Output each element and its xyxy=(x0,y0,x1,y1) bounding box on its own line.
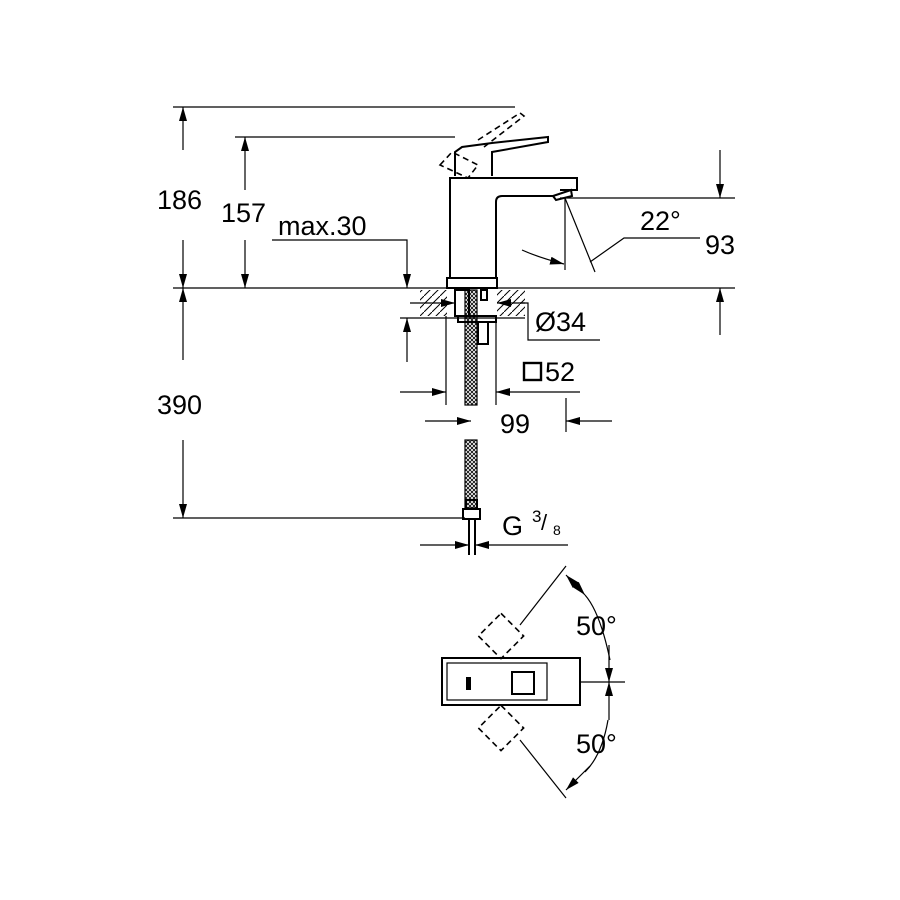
label-thread-den: 8 xyxy=(553,522,561,538)
faucet-side-view xyxy=(438,112,578,555)
dimension-diameter xyxy=(410,299,600,341)
dimension-max30 xyxy=(272,239,411,362)
faucet-top-view xyxy=(441,565,625,799)
label-93: 93 xyxy=(705,230,736,260)
label-99: 99 xyxy=(500,409,531,439)
dimension-spout xyxy=(521,150,724,335)
dimension-base xyxy=(400,316,612,549)
label-22deg: 22° xyxy=(640,206,681,236)
label-thread-num: 3 xyxy=(532,507,542,526)
label-max30: max.30 xyxy=(278,211,367,241)
label-diameter: Ø34 xyxy=(535,307,587,337)
label-50deg-bottom: 50° xyxy=(576,729,617,759)
label-thread-slash: / xyxy=(541,510,548,535)
square-symbol-icon xyxy=(522,361,543,382)
label-390: 390 xyxy=(157,390,203,420)
label-186: 186 xyxy=(157,185,203,215)
dimension-186 xyxy=(179,107,249,518)
label-thread-g: G xyxy=(502,511,524,541)
label-157: 157 xyxy=(221,198,267,228)
label-50deg-top: 50° xyxy=(576,611,617,641)
label-52: 52 xyxy=(545,357,576,387)
